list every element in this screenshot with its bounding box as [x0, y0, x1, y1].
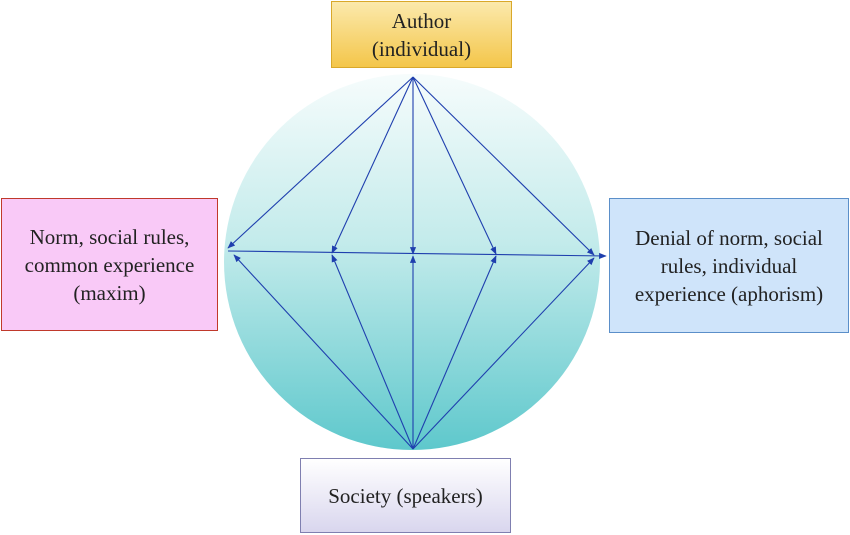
author-box: Author (individual) — [331, 1, 512, 68]
horizontal-axis-arrow — [227, 250, 607, 259]
society-label: Society (speakers) — [328, 483, 483, 508]
author-to-left-inner-arrow — [331, 76, 414, 254]
society-to-norm-arrow — [233, 254, 414, 450]
author-to-denial-arrow — [412, 76, 595, 256]
society-to-right-inner-arrow — [412, 255, 497, 450]
norm-label: Norm, social rules, common experience (m… — [24, 224, 195, 305]
author-label: Author (individual) — [371, 8, 472, 61]
society-to-denial-arrow — [412, 257, 595, 450]
arrow-group — [227, 76, 607, 450]
central-circle — [224, 74, 600, 450]
author-to-norm-arrow — [227, 76, 414, 249]
denial-label: Denial of norm, social rules, individual… — [634, 225, 824, 306]
denial-box: Denial of norm, social rules, individual… — [609, 198, 849, 333]
society-to-left-inner-arrow — [331, 254, 414, 450]
author-to-right-inner-arrow — [412, 76, 497, 255]
norm-box: Norm, social rules, common experience (m… — [1, 198, 218, 331]
society-box: Society (speakers) — [300, 458, 511, 533]
